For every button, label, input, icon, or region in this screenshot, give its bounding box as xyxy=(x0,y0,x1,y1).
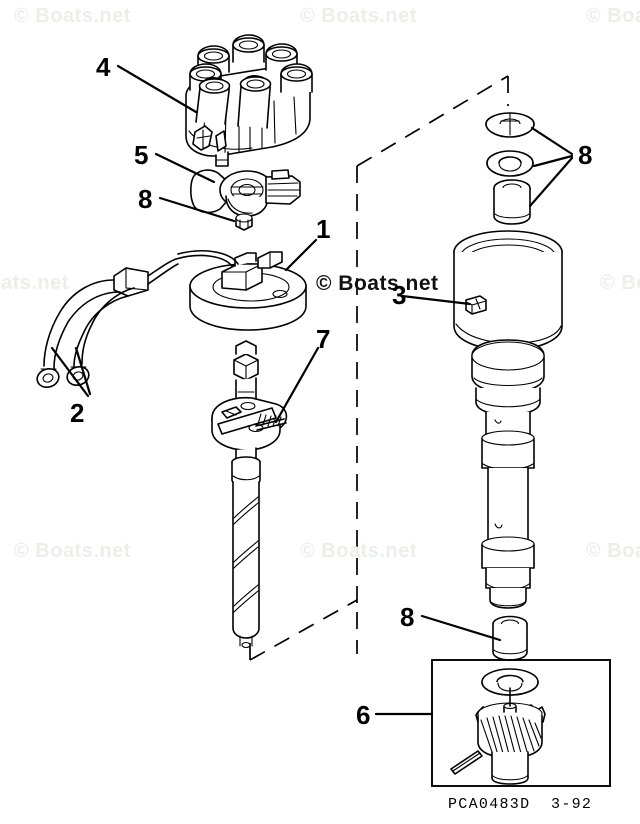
leader-5 xyxy=(154,152,216,184)
leader-8-bottom xyxy=(420,614,502,642)
leader-2a xyxy=(50,346,90,398)
part-distributor-housing xyxy=(453,230,563,416)
part-bushing-top xyxy=(493,179,531,225)
part-gear-kit-washer xyxy=(481,668,539,696)
part-housing-shaft xyxy=(481,411,535,609)
callout-7: 7 xyxy=(316,324,331,354)
watermark: © Boats.net xyxy=(600,272,640,294)
watermark: © Boats.net xyxy=(300,5,417,27)
watermark: © Boats.net xyxy=(14,540,131,562)
cap-latch-clip xyxy=(192,125,227,152)
callout-1: 1 xyxy=(316,214,331,244)
leader-8-rotor xyxy=(158,196,236,223)
watermark: © Boats.net xyxy=(14,5,131,27)
part-number-label: PCA0483D 3-92 xyxy=(448,796,593,813)
leader-8-top-c xyxy=(528,156,574,208)
watermark: © Boats.net xyxy=(586,540,640,562)
callout-4: 4 xyxy=(96,52,111,82)
callout-3: 3 xyxy=(392,280,407,310)
callout-8-top: 8 xyxy=(578,140,593,170)
leader-7 xyxy=(274,346,320,424)
part-amplifier-module xyxy=(175,250,307,331)
callout-5: 5 xyxy=(134,140,149,170)
callout-8-rotor: 8 xyxy=(138,184,153,214)
watermark-primary: © Boats.net xyxy=(316,272,439,295)
leader-lines xyxy=(50,64,574,716)
part-washer-middle xyxy=(486,150,534,177)
phantom-boundary xyxy=(249,75,509,661)
part-trigger-plate xyxy=(211,340,288,463)
leader-4 xyxy=(116,64,198,114)
cap-towers-front xyxy=(195,75,272,129)
housing-side-clip xyxy=(465,295,487,315)
watermark: © Boats.net xyxy=(300,540,417,562)
gear-teeth-hatching xyxy=(480,715,542,759)
cap-towers-back xyxy=(197,34,298,73)
part-thrust-washer-top xyxy=(485,112,535,138)
part-drive-gear xyxy=(475,687,546,785)
callout-6: 6 xyxy=(356,700,371,730)
part-rotor xyxy=(190,169,301,217)
leader-3 xyxy=(400,294,472,306)
part-distributor-cap xyxy=(185,34,313,167)
watermark: © Boats.net xyxy=(586,5,640,27)
watermark: © Boats.net xyxy=(0,272,69,294)
part-lower-shaft xyxy=(231,456,261,649)
leader-8-top-a xyxy=(530,126,574,156)
callout-8-bottom: 8 xyxy=(400,602,415,632)
callout-2: 2 xyxy=(70,398,85,428)
leader-8-top-b xyxy=(532,154,574,168)
leader-2b xyxy=(74,346,92,396)
part-bushing-bottom xyxy=(492,615,528,661)
part-rotor-nut xyxy=(235,213,253,231)
part-roll-pin xyxy=(450,750,483,775)
leader-1 xyxy=(284,238,318,272)
part-gear-kit-box xyxy=(431,659,611,787)
